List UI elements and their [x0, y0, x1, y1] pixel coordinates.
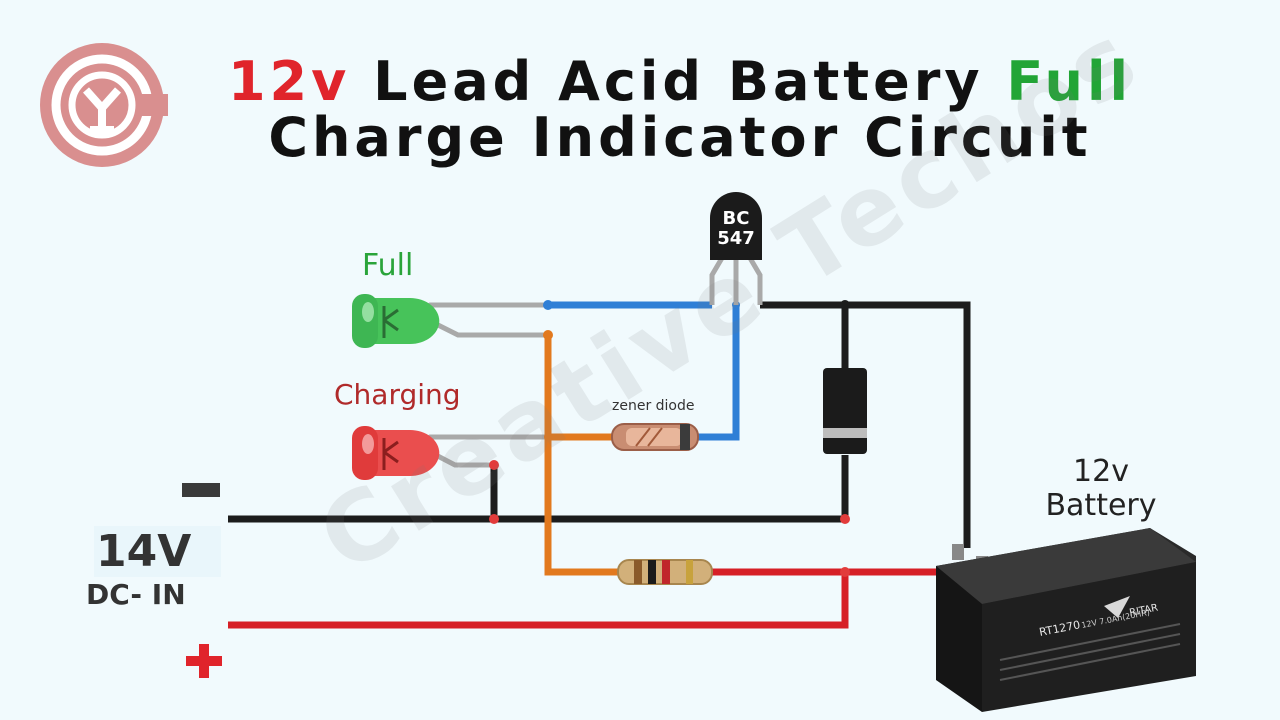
led-full-label: Full: [362, 248, 414, 283]
orange-wire: [544, 335, 620, 576]
blue-wire: [548, 301, 740, 441]
transistor-label-1: BC: [723, 208, 750, 229]
negative-rail-wire: [228, 301, 971, 548]
battery-12v: RITAR RT1270 12V 7.0Ah(20HR): [936, 528, 1196, 712]
resistor: [617, 559, 713, 585]
plus-sign-icon: [186, 644, 222, 678]
title-full: Full: [1006, 50, 1133, 113]
brand-logo-icon: [40, 43, 168, 167]
transistor-label-2: 547: [717, 228, 755, 249]
transistor-bc547: [709, 192, 763, 305]
title-line-1: 12v Lead Acid Battery Full: [40, 52, 1280, 112]
led-charging-label: Charging: [334, 378, 461, 411]
battery-brand: RITAR: [1128, 603, 1159, 619]
battery-label-line2: Battery: [1045, 488, 1157, 523]
junction-dots: [489, 460, 850, 577]
zener-diode: [611, 423, 699, 451]
title-main: Lead Acid Battery: [373, 50, 984, 113]
dc-input-label: DC- IN: [86, 578, 186, 611]
rectifier-diode: [823, 368, 867, 454]
led-charging-red: [352, 426, 440, 480]
battery-label-line1: 12v: [1073, 454, 1129, 489]
minus-sign-icon: [182, 483, 220, 497]
battery-label: 12v Battery: [1036, 455, 1166, 523]
dc-voltage: 14V: [94, 526, 222, 577]
zener-label: zener diode: [612, 398, 695, 414]
title-line-2: Charge Indicator Circuit: [268, 106, 1092, 169]
title-voltage: 12v: [227, 50, 351, 113]
led-full-green: [352, 294, 440, 348]
positive-rail-wire: [228, 568, 985, 629]
